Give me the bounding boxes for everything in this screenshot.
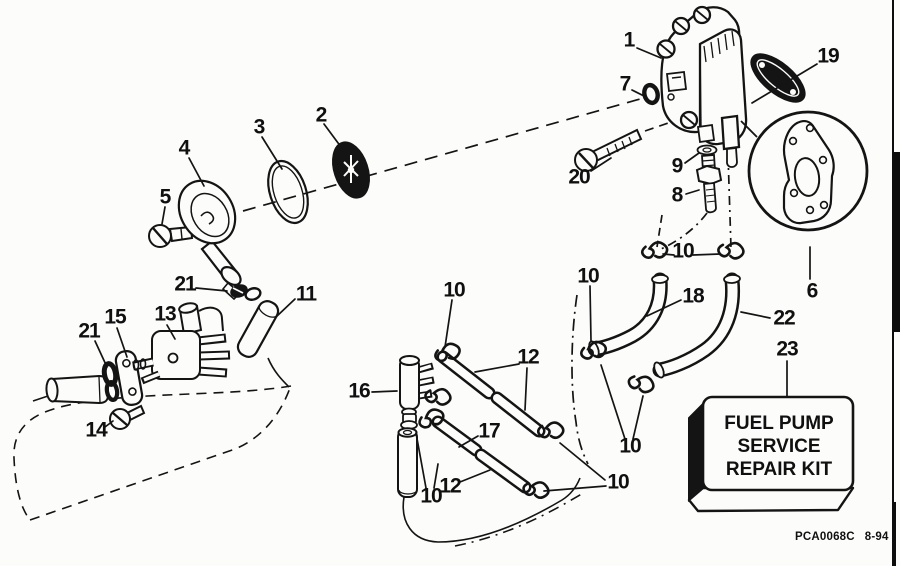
callout-10: 10 xyxy=(619,434,641,458)
dashed-powerhead-outline xyxy=(13,385,586,547)
kit-box-line3: REPAIR KIT xyxy=(725,458,833,480)
grommets-21-lower xyxy=(101,361,120,403)
part-code: PCA0068C xyxy=(795,531,855,543)
footer-code: PCA0068C 8-94 xyxy=(795,531,889,543)
kit-box-label: FUEL PUMP SERVICE REPAIR KIT xyxy=(706,404,852,488)
page-edge-bar-bottom xyxy=(892,502,896,566)
callout-7: 7 xyxy=(619,72,632,96)
screw-5 xyxy=(148,224,194,248)
diaphragm-2 xyxy=(332,141,370,199)
callout-6: 6 xyxy=(806,279,819,303)
callout-12: 12 xyxy=(439,474,461,498)
kit-box-line2: SERVICE xyxy=(737,435,821,457)
repair-kit-box-23 xyxy=(687,395,855,513)
fuel-filter-left xyxy=(45,374,109,405)
callout-10: 10 xyxy=(443,278,465,302)
screw-20 xyxy=(574,128,643,172)
routing-curves xyxy=(32,357,581,543)
callout-18: 18 xyxy=(682,284,704,308)
bolt-8 xyxy=(695,164,723,214)
callout-9: 9 xyxy=(671,154,684,178)
gasket-inset-6 xyxy=(740,110,869,232)
callout-2: 2 xyxy=(315,103,328,127)
callout-21: 21 xyxy=(174,272,196,296)
callout-14: 14 xyxy=(85,418,107,442)
callout-23: 23 xyxy=(776,337,798,361)
elbow-hose-22 xyxy=(652,272,741,379)
callout-15: 15 xyxy=(104,305,126,329)
fuel-hose-12c xyxy=(474,448,532,494)
callout-11: 11 xyxy=(295,282,317,306)
callout-8: 8 xyxy=(671,183,684,207)
pump-cover-4 xyxy=(177,179,242,301)
callout-10: 10 xyxy=(672,239,694,263)
callout-13: 13 xyxy=(154,302,176,326)
revision-date: 8-94 xyxy=(864,531,889,543)
fuel-hose-12a xyxy=(436,350,496,400)
valve-body-13 xyxy=(132,302,231,385)
fuel-hose-17 xyxy=(431,415,483,457)
callout-10: 10 xyxy=(577,264,599,288)
callout-10: 10 xyxy=(420,484,442,508)
leader-lines xyxy=(94,47,818,492)
callout-1: 1 xyxy=(623,28,636,52)
kit-box-line1: FUEL PUMP xyxy=(724,412,834,434)
callout-12: 12 xyxy=(517,345,539,369)
callout-19: 19 xyxy=(817,44,839,68)
callout-16: 16 xyxy=(348,379,370,403)
callout-3: 3 xyxy=(253,115,266,139)
callout-5: 5 xyxy=(159,185,172,209)
screw-14 xyxy=(109,404,146,430)
callout-17: 17 xyxy=(478,419,500,443)
page-edge-bar xyxy=(893,152,900,332)
reed-plate-19 xyxy=(750,53,806,103)
fuel-hose-12b xyxy=(490,391,546,438)
callout-22: 22 xyxy=(773,306,795,330)
callout-20: 20 xyxy=(568,165,590,189)
clip-21-upper xyxy=(230,284,262,301)
pump-body-1 xyxy=(656,5,748,168)
callout-4: 4 xyxy=(178,136,191,160)
callout-10: 10 xyxy=(607,470,629,494)
callout-21: 21 xyxy=(78,319,100,343)
